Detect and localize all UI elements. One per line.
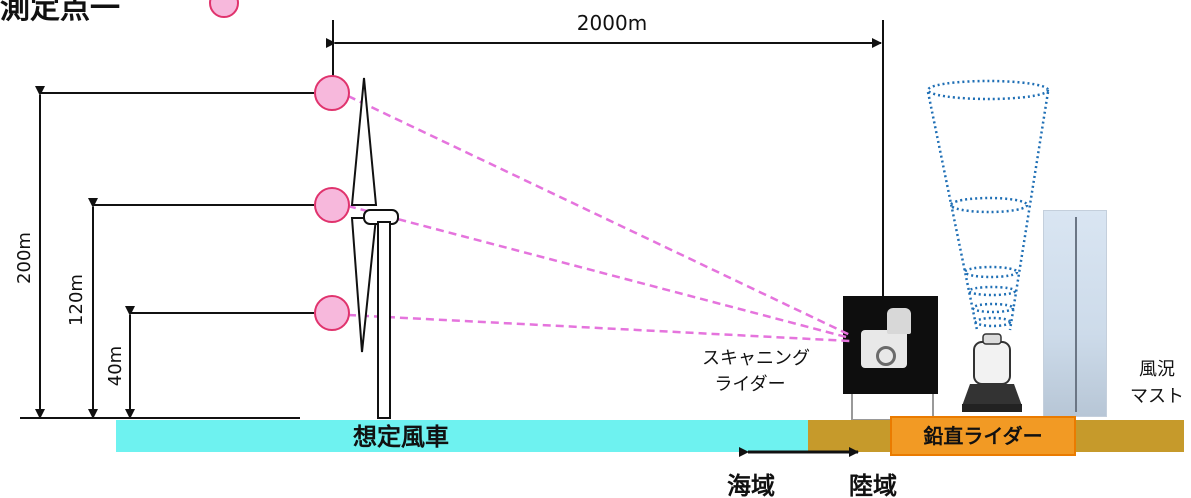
cone-ring-4 (967, 285, 1017, 297)
scanning-lidar-label-line2: ライダー (714, 374, 785, 395)
cone-edge-right (1008, 91, 1050, 331)
legend-measurement-point-icon (209, 0, 239, 18)
cone-ring-2 (949, 196, 1029, 214)
sea-ground-strip (116, 420, 808, 452)
mast-label-line2: マスト (1130, 386, 1184, 407)
beam-200 (347, 94, 851, 337)
vertical-lidar-head (982, 333, 1002, 345)
measurement-point-40 (314, 295, 350, 331)
boundary-sea-label: 海域 (727, 472, 775, 498)
turbine-tower (377, 221, 391, 419)
vertical-lidar-base (962, 404, 1022, 412)
mast-label-line1: 風況 (1139, 359, 1175, 380)
measurement-point-120 (314, 187, 350, 223)
turbine-blade-upper (350, 77, 378, 206)
cone-ring-3 (963, 265, 1019, 279)
beam-120 (347, 204, 851, 340)
boundary-land-label: 陸域 (849, 472, 897, 498)
scanning-lidar-lens (876, 346, 896, 366)
cone-ring-5 (971, 302, 1015, 314)
cone-ring-6 (974, 316, 1012, 328)
height-40-label: 40m (105, 346, 126, 386)
scanning-lidar-photo (843, 296, 938, 394)
mast-photo (1043, 210, 1107, 417)
vertical-lidar-body (973, 341, 1011, 385)
sea-zone-label: 想定風車 (353, 423, 449, 451)
vertical-lidar-cone (926, 79, 1050, 331)
vertical-lidar-box (890, 416, 1076, 456)
wind-turbine (350, 77, 399, 419)
turbine-blade-lower (350, 217, 378, 353)
legend-label: 測定点一 (0, 0, 120, 26)
height-120-label: 120m (66, 274, 87, 326)
vertical-lidar-stand (962, 384, 1022, 406)
cone-edge-left (926, 91, 979, 331)
beam-40 (347, 313, 851, 343)
vertical-lidar-label: 鉛直ライダー (923, 424, 1042, 448)
vertical-lidar-device (962, 333, 1022, 412)
height-200-label: 200m (14, 232, 35, 284)
mast-pole (1075, 217, 1077, 412)
measurement-point-200 (314, 75, 350, 111)
cone-ring-top (926, 79, 1050, 101)
scanning-lidar-label-line1: スキャニング (702, 348, 810, 369)
distance-label: 2000m (577, 11, 647, 35)
scanning-lidar-head (887, 308, 911, 334)
